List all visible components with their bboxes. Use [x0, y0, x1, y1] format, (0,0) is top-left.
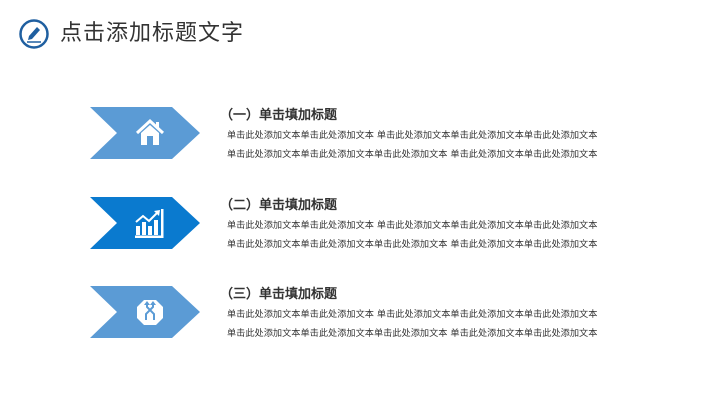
growth-chart-icon	[135, 209, 164, 238]
list-item-1: （一）单击填加标题 单击此处添加文本单击此处添加文本 单击此处添加文本单击此处添…	[0, 107, 721, 167]
home-icon	[135, 118, 165, 145]
item-text-line: 单击此处添加文本单击此处添加文本 单击此处添加文本单击此处添加文本单击此处添加文…	[227, 309, 598, 320]
item-text-line: 单击此处添加文本单击此处添加文本 单击此处添加文本单击此处添加文本单击此处添加文…	[227, 130, 598, 141]
route-sign-icon	[137, 300, 163, 325]
item-title: （一）单击填加标题	[220, 108, 338, 123]
item-text-line: 单击此处添加文本单击此处添加文本单击此处添加文本 单击此处添加文本单击此处添加文…	[227, 328, 598, 339]
page-title: 点击添加标题文字	[60, 21, 245, 46]
item-text-line: 单击此处添加文本单击此处添加文本单击此处添加文本 单击此处添加文本单击此处添加文…	[227, 149, 598, 160]
item-title: （二）单击填加标题	[220, 198, 338, 213]
list-item-2: （二）单击填加标题 单击此处添加文本单击此处添加文本 单击此处添加文本单击此处添…	[0, 197, 721, 257]
pencil-circle-icon	[19, 19, 49, 49]
list-item-3: （三）单击填加标题 单击此处添加文本单击此处添加文本 单击此处添加文本单击此处添…	[0, 286, 721, 346]
item-text-line: 单击此处添加文本单击此处添加文本单击此处添加文本 单击此处添加文本单击此处添加文…	[227, 239, 598, 250]
item-text-line: 单击此处添加文本单击此处添加文本 单击此处添加文本单击此处添加文本单击此处添加文…	[227, 220, 598, 231]
item-title: （三）单击填加标题	[220, 287, 338, 302]
